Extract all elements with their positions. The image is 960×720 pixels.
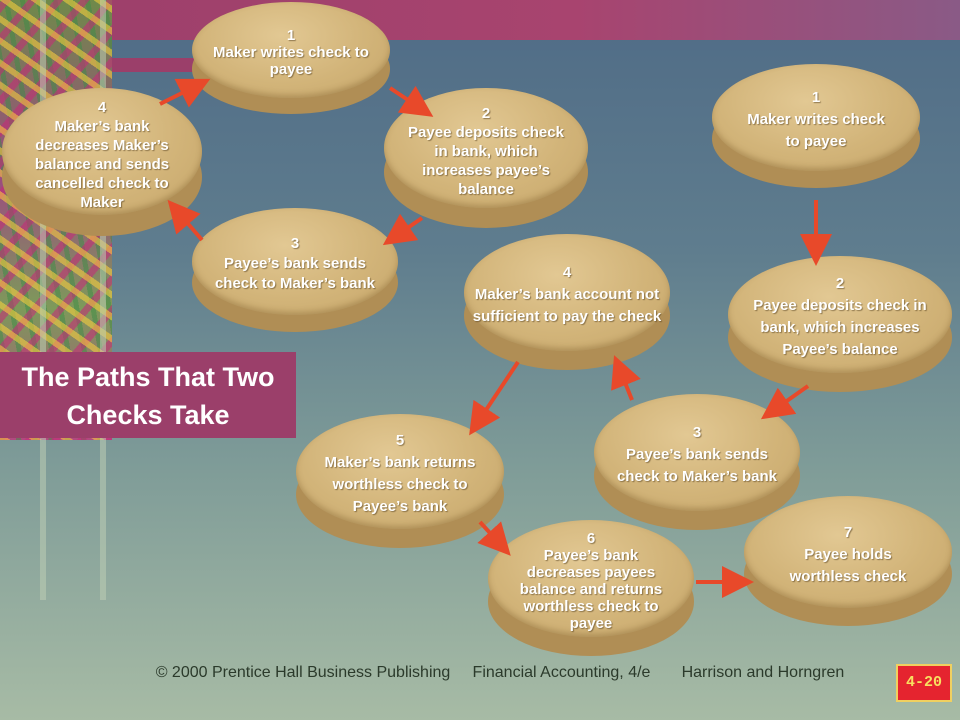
arrow-c1-3-to-4 (167, 199, 204, 242)
step-number: 3 (290, 234, 300, 252)
step-label: Payee deposits check in bank, which incr… (753, 297, 927, 359)
step-number: 2 (835, 275, 845, 293)
arrow-c2-2-to-3 (760, 384, 810, 420)
slide-number-badge: 4-20 (896, 664, 952, 702)
node-check2-step2: 2 Payee deposits check in bank, which in… (728, 256, 952, 392)
step-number: 4 (562, 264, 572, 282)
arrow-c2-3-to-4 (611, 355, 641, 401)
step-number: 1 (286, 26, 296, 44)
arrow-c2-4-to-5 (469, 360, 520, 436)
decor-line (100, 0, 106, 600)
node-check2-step7: 7 Payee holds worthless check (744, 496, 952, 626)
node-check1-step3: 3 Payee’s bank sends check to Maker’s ba… (192, 208, 398, 332)
node-check1-step4: 4 Maker’s bank decreases Maker’s balance… (2, 88, 202, 236)
step-label: Maker’s bank decreases Maker’s balance a… (34, 117, 170, 211)
step-number: 5 (395, 432, 405, 450)
decor-line (40, 0, 46, 600)
step-label: Payee’s bank decreases payees balance an… (519, 547, 663, 633)
footer-authors: Harrison and Horngren (681, 664, 845, 681)
arrow-c1-2-to-3 (382, 213, 424, 246)
footer-citation: © 2000 Prentice Hall Business Publishing… (120, 662, 880, 684)
step-label: Payee’s bank sends check to Maker’s bank (214, 254, 376, 292)
step-number: 2 (481, 104, 491, 122)
step-label: Payee deposits check in bank, which incr… (408, 123, 564, 198)
arrow-c1-1-to-2 (388, 85, 434, 117)
arrow-c1-4-to-1 (159, 78, 211, 108)
slide-title: The Paths That Two Checks Take (0, 352, 296, 438)
footer-book: Financial Accounting, 4/e (472, 664, 651, 681)
step-label: Maker’s bank returns worthless check to … (324, 454, 476, 516)
node-check2-step6: 6 Payee’s bank decreases payees balance … (488, 520, 694, 656)
step-label: Payee holds worthless check (789, 545, 907, 585)
footer-copyright: © 2000 Prentice Hall Business Publishing (155, 664, 451, 681)
step-number: 4 (97, 98, 107, 116)
node-check2-step4: 4 Maker’s bank account not sufficient to… (464, 234, 670, 370)
node-check2-step1: 1 Maker writes check to payee (712, 64, 920, 188)
step-number: 3 (692, 424, 702, 442)
arrow-c2-5-to-6 (477, 520, 511, 556)
step-label: Maker’s bank account not sufficient to p… (472, 286, 662, 326)
node-check2-step5: 5 Maker’s bank returns worthless check t… (296, 414, 504, 548)
step-number: 7 (843, 523, 853, 541)
step-label: Maker writes check to payee (747, 110, 885, 150)
step-label: Maker writes check to payee (213, 43, 369, 78)
node-check1-step1: 1 Maker writes check to payee (192, 2, 390, 114)
top-banner (0, 0, 960, 40)
step-number: 6 (586, 530, 596, 548)
step-label: Payee’s bank sends check to Maker’s bank (616, 446, 778, 486)
step-number: 1 (811, 88, 821, 106)
